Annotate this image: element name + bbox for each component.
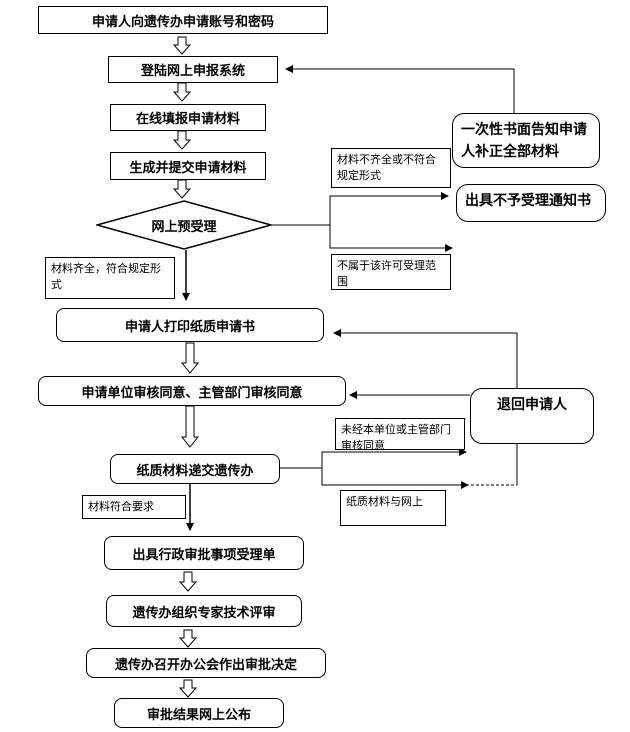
step-fill-online: 在线填报申请材料 (110, 104, 266, 131)
step-office-decision: 遗传办召开办公会作出审批决定 (86, 648, 326, 678)
note-materials-incomplete: 材料不齐全或不符合规定形式 (331, 148, 451, 188)
step-print-paper: 申请人打印纸质申请书 (56, 308, 324, 342)
outcome-reject-notice: 出具不予受理通知书 (456, 184, 606, 222)
step-paper-submit: 纸质材料递交遗传办 (110, 454, 280, 484)
step-acceptance-form: 出具行政审批事项受理单 (104, 536, 304, 570)
step-apply-account: 申请人向遗传办申请账号和密码 (38, 6, 328, 34)
note-materials-complete: 材料齐全，符合规定形式 (45, 257, 175, 299)
note-meets-requirements: 材料符合要求 (82, 495, 186, 519)
down-arrow-icons (172, 36, 200, 698)
note-not-approved: 未经本单位或主管部门审核同意 (335, 418, 465, 450)
note-paper-mismatch: 纸质材料与网上 (340, 490, 446, 526)
decision-diamond (96, 200, 272, 250)
outcome-return-applicant: 退回申请人 (470, 388, 594, 444)
outcome-notify-supplement: 一次性书面告知申请人补正全部材料 (452, 113, 600, 168)
step-login-system: 登陆网上申报系统 (108, 56, 278, 83)
step-publish-result: 审批结果网上公布 (114, 698, 284, 728)
step-expert-review: 遗传办组织专家技术评审 (106, 595, 302, 627)
note-not-in-scope: 不属于该许可受理范围 (331, 254, 451, 290)
decision-label: 网上预受理 (151, 220, 217, 235)
step-unit-review: 申请单位审核同意、主管部门审核同意 (38, 376, 346, 406)
step-generate-submit: 生成并提交申请材料 (110, 152, 266, 180)
